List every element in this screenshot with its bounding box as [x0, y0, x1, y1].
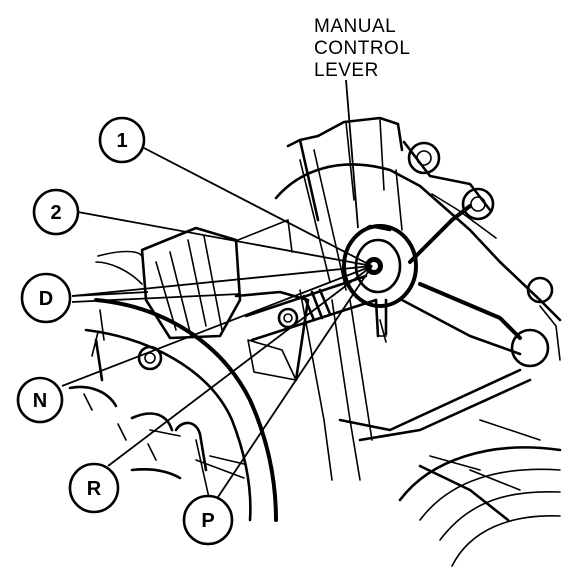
callout-2: 2: [32, 188, 80, 236]
lower-right-housing: [398, 419, 562, 567]
leader-d: [71, 265, 373, 297]
callout-2-label: 2: [50, 202, 61, 224]
callout-p: P: [182, 494, 234, 546]
manual-control-lever-label: MANUAL CONTROL LEVER: [314, 16, 410, 81]
callout-d: D: [20, 272, 72, 324]
callout-n-label: N: [33, 390, 47, 412]
leader-p: [215, 265, 373, 501]
label-leader-line: [345, 79, 359, 229]
callout-n: N: [16, 376, 64, 424]
callout-1-label: 1: [116, 130, 127, 152]
callout-leaders: [61, 147, 373, 501]
selector-arc: [68, 298, 278, 522]
callout-r: R: [68, 462, 120, 514]
leader-2: [77, 211, 373, 267]
callout-r-label: R: [87, 478, 102, 500]
leader-n: [61, 265, 373, 387]
leader-1: [143, 147, 373, 267]
callout-1: 1: [98, 116, 146, 164]
callout-p-label: P: [201, 510, 214, 532]
label-line-1: MANUAL: [314, 16, 396, 37]
callout-d-label: D: [39, 288, 53, 310]
manual-control-lever-hub: [342, 224, 418, 338]
leader-d-3: [71, 291, 149, 297]
label-line-3: LEVER: [314, 60, 379, 81]
leader-r: [107, 265, 373, 467]
label-line-2: CONTROL: [314, 38, 410, 59]
transmission-housing: [274, 116, 562, 481]
leader-d-2: [71, 293, 241, 303]
